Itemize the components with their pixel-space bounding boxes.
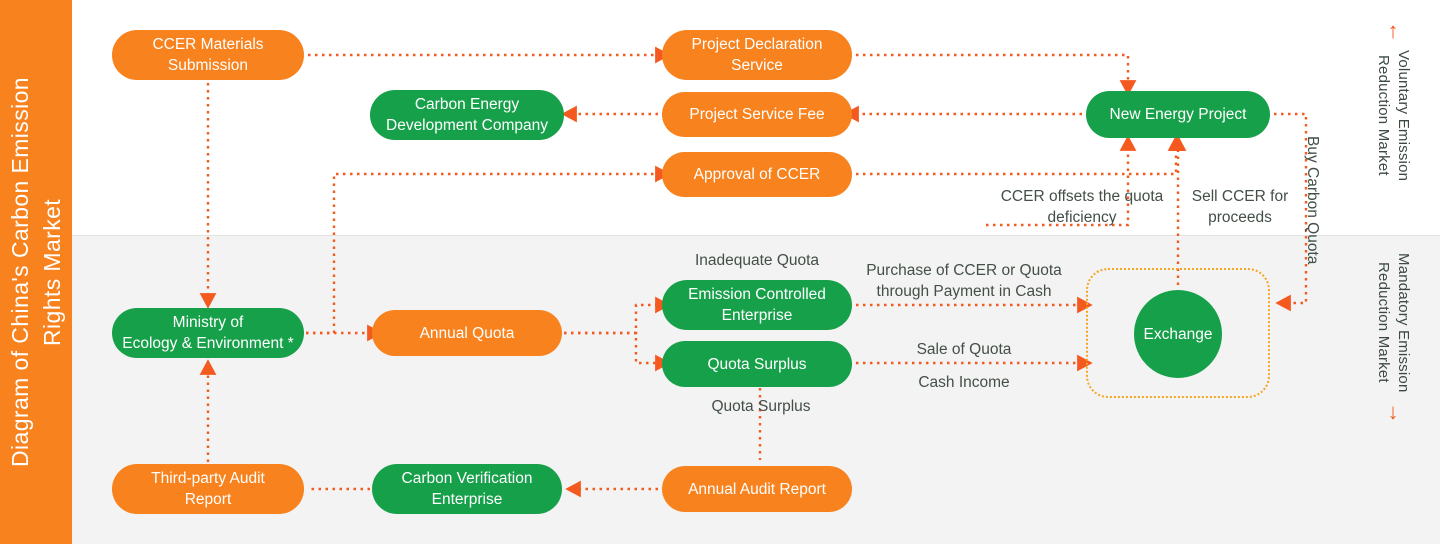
node-carbon-verification-enterprise[interactable]: Carbon Verification Enterprise (372, 464, 562, 514)
node-project-service-fee[interactable]: Project Service Fee (662, 92, 852, 137)
edge-label-buy-carbon-quota: Buy Carbon Quota (1304, 136, 1321, 265)
node-approval-of-ccer[interactable]: Approval of CCER (662, 152, 852, 197)
node-exchange[interactable]: Exchange (1134, 290, 1222, 378)
edge-label-ccer-offsets-quota-deficiency: CCER offsets the quota deficiency (1000, 188, 1164, 226)
node-carbon-energy-development-company[interactable]: Carbon Energy Development Company (370, 90, 564, 140)
node-ccer-materials-submission[interactable]: CCER Materials Submission (112, 30, 304, 80)
node-new-energy-project[interactable]: New Energy Project (1086, 91, 1270, 138)
arrow-down-icon: ↓ (1387, 398, 1399, 424)
arrow-up-icon: ↑ (1387, 18, 1399, 43)
edge-label-cash-income: Cash Income (918, 374, 1010, 391)
legend-mandatory-market-label: Mandatory Emission Reduction Market (1375, 253, 1412, 393)
page-title: Diagram of China's Carbon Emission Right… (7, 77, 65, 467)
legend-voluntary-market: ↑ Voluntary Emission Reduction Market (1366, 18, 1420, 182)
edge-label-sell-ccer-for-proceeds: Sell CCER for proceeds (1191, 188, 1289, 226)
node-annual-audit-report[interactable]: Annual Audit Report (662, 466, 852, 512)
node-ministry-of-ecology-environment[interactable]: Ministry of Ecology & Environment * (112, 308, 304, 358)
edge-label-sale-of-quota: Sale of Quota (916, 341, 1012, 358)
diagram-title-bar: Diagram of China's Carbon Emission Right… (0, 0, 72, 544)
edge-label-quota-surplus: Quota Surplus (711, 398, 811, 415)
edge-label-purchase-ccer-or-quota: Purchase of CCER or Quota through Paymen… (866, 262, 1062, 300)
legend-voluntary-market-label: Voluntary Emission Reduction Market (1375, 50, 1412, 182)
node-emission-controlled-enterprise[interactable]: Emission Controlled Enterprise (662, 280, 852, 330)
node-quota-surplus[interactable]: Quota Surplus (662, 341, 852, 387)
node-third-party-audit-report[interactable]: Third-party Audit Report (112, 464, 304, 514)
legend-mandatory-market: Mandatory Emission Reduction Market ↓ (1366, 253, 1420, 423)
edge-label-inadequate-quota: Inadequate Quota (694, 252, 820, 269)
node-project-declaration-service[interactable]: Project Declaration Service (662, 30, 852, 80)
node-annual-quota[interactable]: Annual Quota (372, 310, 562, 356)
